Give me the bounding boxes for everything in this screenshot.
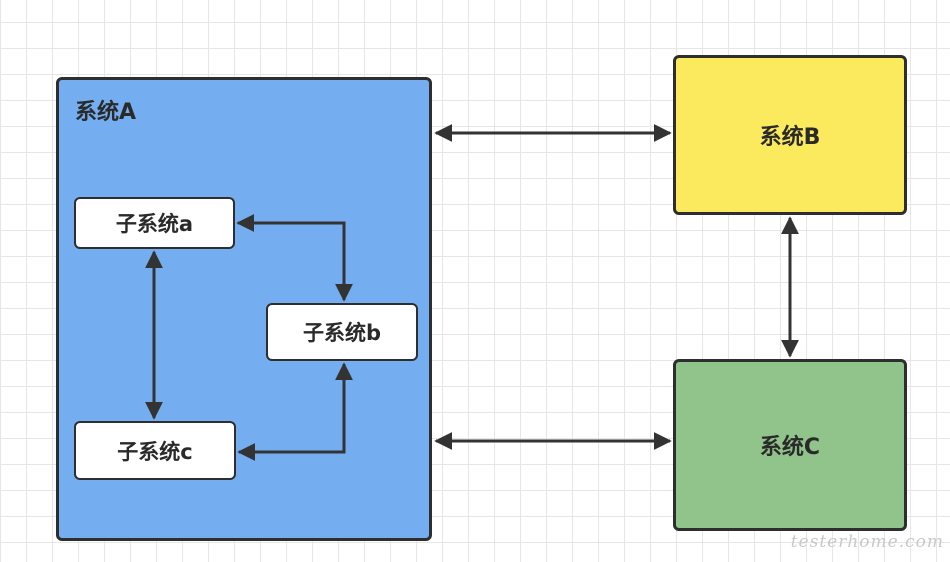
subsystem-b-label: 子系统b — [302, 321, 382, 345]
system-c-box: 系统C — [673, 359, 907, 531]
system-a-label: 系统A — [75, 100, 137, 125]
system-b-label: 系统B — [759, 125, 821, 150]
system-c-label: 系统C — [759, 435, 821, 460]
subsystem-c-label: 子系统c — [117, 439, 193, 464]
edge-subc-subb — [237, 362, 353, 461]
watermark-text: testerhome.com — [790, 532, 944, 552]
subsystem-a-box: 子系统a — [74, 197, 235, 249]
subsystem-b-box: 子系统b — [266, 303, 418, 361]
edge-suba-subb — [236, 214, 353, 302]
subsystem-c-box: 子系统c — [74, 421, 236, 480]
subsystem-a-label: 子系统a — [115, 212, 194, 236]
system-b-box: 系统B — [673, 55, 907, 215]
